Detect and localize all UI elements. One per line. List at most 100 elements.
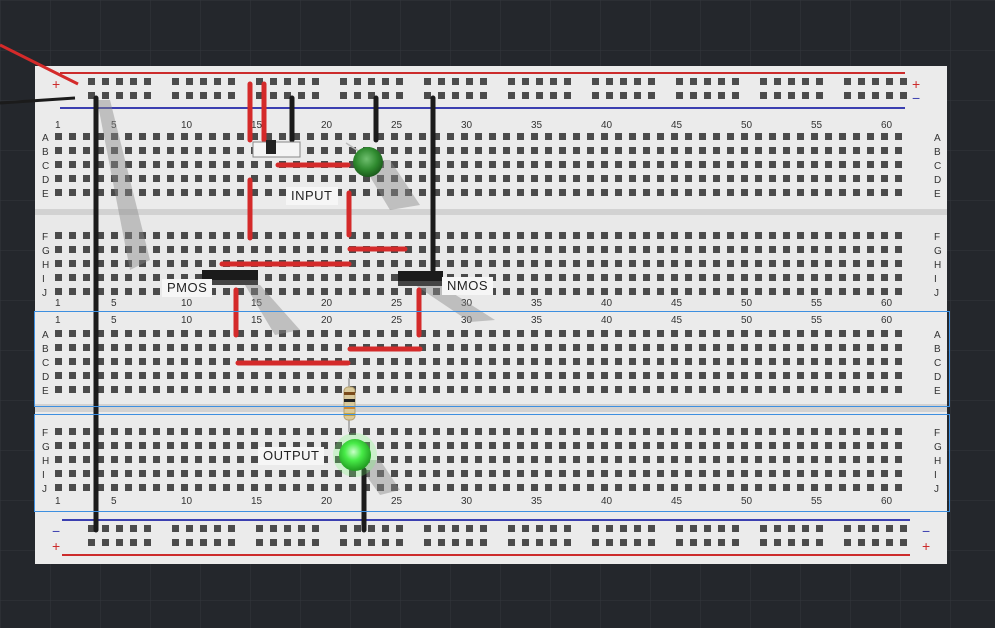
breadboard-hole[interactable] xyxy=(391,189,398,196)
breadboard-hole[interactable] xyxy=(587,189,594,196)
breadboard-hole[interactable] xyxy=(629,330,636,337)
black-wires[interactable] xyxy=(93,95,436,533)
breadboard-hole[interactable] xyxy=(858,525,865,532)
breadboard-hole[interactable] xyxy=(447,232,454,239)
breadboard-hole[interactable] xyxy=(517,456,524,463)
breadboard-hole[interactable] xyxy=(200,525,207,532)
breadboard-hole[interactable] xyxy=(601,246,608,253)
breadboard-hole[interactable] xyxy=(139,456,146,463)
breadboard-hole[interactable] xyxy=(872,78,879,85)
breadboard-hole[interactable] xyxy=(699,288,706,295)
breadboard-hole[interactable] xyxy=(713,147,720,154)
breadboard-hole[interactable] xyxy=(55,232,62,239)
breadboard-hole[interactable] xyxy=(433,161,440,168)
breadboard-hole[interactable] xyxy=(419,470,426,477)
breadboard-hole[interactable] xyxy=(102,78,109,85)
breadboard-hole[interactable] xyxy=(83,288,90,295)
breadboard-hole[interactable] xyxy=(424,78,431,85)
breadboard-hole[interactable] xyxy=(783,133,790,140)
breadboard-hole[interactable] xyxy=(265,484,272,491)
breadboard-hole[interactable] xyxy=(405,161,412,168)
breadboard-hole[interactable] xyxy=(237,232,244,239)
breadboard-hole[interactable] xyxy=(825,330,832,337)
breadboard-hole[interactable] xyxy=(648,525,655,532)
breadboard-hole[interactable] xyxy=(825,288,832,295)
breadboard-hole[interactable] xyxy=(447,456,454,463)
breadboard-hole[interactable] xyxy=(265,442,272,449)
breadboard-hole[interactable] xyxy=(195,456,202,463)
breadboard-hole[interactable] xyxy=(97,484,104,491)
breadboard-hole[interactable] xyxy=(867,189,874,196)
breadboard-hole[interactable] xyxy=(685,358,692,365)
breadboard-hole[interactable] xyxy=(377,358,384,365)
breadboard-hole[interactable] xyxy=(573,175,580,182)
breadboard-hole[interactable] xyxy=(181,161,188,168)
breadboard-hole[interactable] xyxy=(727,484,734,491)
breadboard-hole[interactable] xyxy=(480,92,487,99)
breadboard-hole[interactable] xyxy=(307,428,314,435)
breadboard-hole[interactable] xyxy=(769,175,776,182)
breadboard-hole[interactable] xyxy=(265,161,272,168)
breadboard-hole[interactable] xyxy=(741,147,748,154)
breadboard-hole[interactable] xyxy=(671,358,678,365)
breadboard-hole[interactable] xyxy=(172,525,179,532)
breadboard-hole[interactable] xyxy=(419,386,426,393)
breadboard-hole[interactable] xyxy=(172,92,179,99)
breadboard-hole[interactable] xyxy=(475,344,482,351)
breadboard-hole[interactable] xyxy=(564,92,571,99)
breadboard-hole[interactable] xyxy=(125,232,132,239)
breadboard-hole[interactable] xyxy=(867,442,874,449)
breadboard-hole[interactable] xyxy=(167,246,174,253)
breadboard-hole[interactable] xyxy=(774,525,781,532)
breadboard-hole[interactable] xyxy=(503,358,510,365)
breadboard-hole[interactable] xyxy=(69,189,76,196)
breadboard-hole[interactable] xyxy=(363,274,370,281)
breadboard-hole[interactable] xyxy=(195,442,202,449)
breadboard-hole[interactable] xyxy=(251,456,258,463)
breadboard-hole[interactable] xyxy=(139,189,146,196)
breadboard-hole[interactable] xyxy=(634,92,641,99)
breadboard-hole[interactable] xyxy=(391,456,398,463)
breadboard-hole[interactable] xyxy=(867,428,874,435)
breadboard-hole[interactable] xyxy=(419,246,426,253)
breadboard-hole[interactable] xyxy=(671,330,678,337)
breadboard-hole[interactable] xyxy=(153,133,160,140)
breadboard-hole[interactable] xyxy=(475,133,482,140)
breadboard-hole[interactable] xyxy=(195,330,202,337)
breadboard-hole[interactable] xyxy=(237,175,244,182)
breadboard-hole[interactable] xyxy=(139,147,146,154)
breadboard-hole[interactable] xyxy=(671,484,678,491)
breadboard-hole[interactable] xyxy=(811,246,818,253)
breadboard-hole[interactable] xyxy=(489,330,496,337)
breadboard-hole[interactable] xyxy=(629,358,636,365)
breadboard-hole[interactable] xyxy=(634,525,641,532)
output-led[interactable] xyxy=(333,433,377,477)
breadboard-hole[interactable] xyxy=(293,175,300,182)
breadboard-hole[interactable] xyxy=(209,260,216,267)
breadboard-hole[interactable] xyxy=(657,161,664,168)
breadboard-hole[interactable] xyxy=(111,442,118,449)
breadboard-hole[interactable] xyxy=(363,330,370,337)
breadboard-hole[interactable] xyxy=(592,525,599,532)
breadboard-hole[interactable] xyxy=(111,147,118,154)
breadboard-hole[interactable] xyxy=(811,189,818,196)
breadboard-hole[interactable] xyxy=(643,133,650,140)
breadboard-hole[interactable] xyxy=(475,147,482,154)
breadboard-hole[interactable] xyxy=(615,442,622,449)
breadboard-hole[interactable] xyxy=(564,78,571,85)
breadboard-hole[interactable] xyxy=(181,372,188,379)
breadboard-hole[interactable] xyxy=(265,189,272,196)
breadboard-hole[interactable] xyxy=(228,78,235,85)
breadboard-hole[interactable] xyxy=(573,344,580,351)
breadboard-hole[interactable] xyxy=(251,330,258,337)
breadboard-hole[interactable] xyxy=(769,260,776,267)
breadboard-hole[interactable] xyxy=(223,189,230,196)
breadboard-hole[interactable] xyxy=(307,147,314,154)
breadboard-hole[interactable] xyxy=(153,260,160,267)
breadboard-hole[interactable] xyxy=(690,92,697,99)
breadboard-hole[interactable] xyxy=(167,358,174,365)
breadboard-hole[interactable] xyxy=(265,288,272,295)
breadboard-hole[interactable] xyxy=(839,456,846,463)
breadboard-hole[interactable] xyxy=(480,539,487,546)
breadboard-hole[interactable] xyxy=(195,274,202,281)
